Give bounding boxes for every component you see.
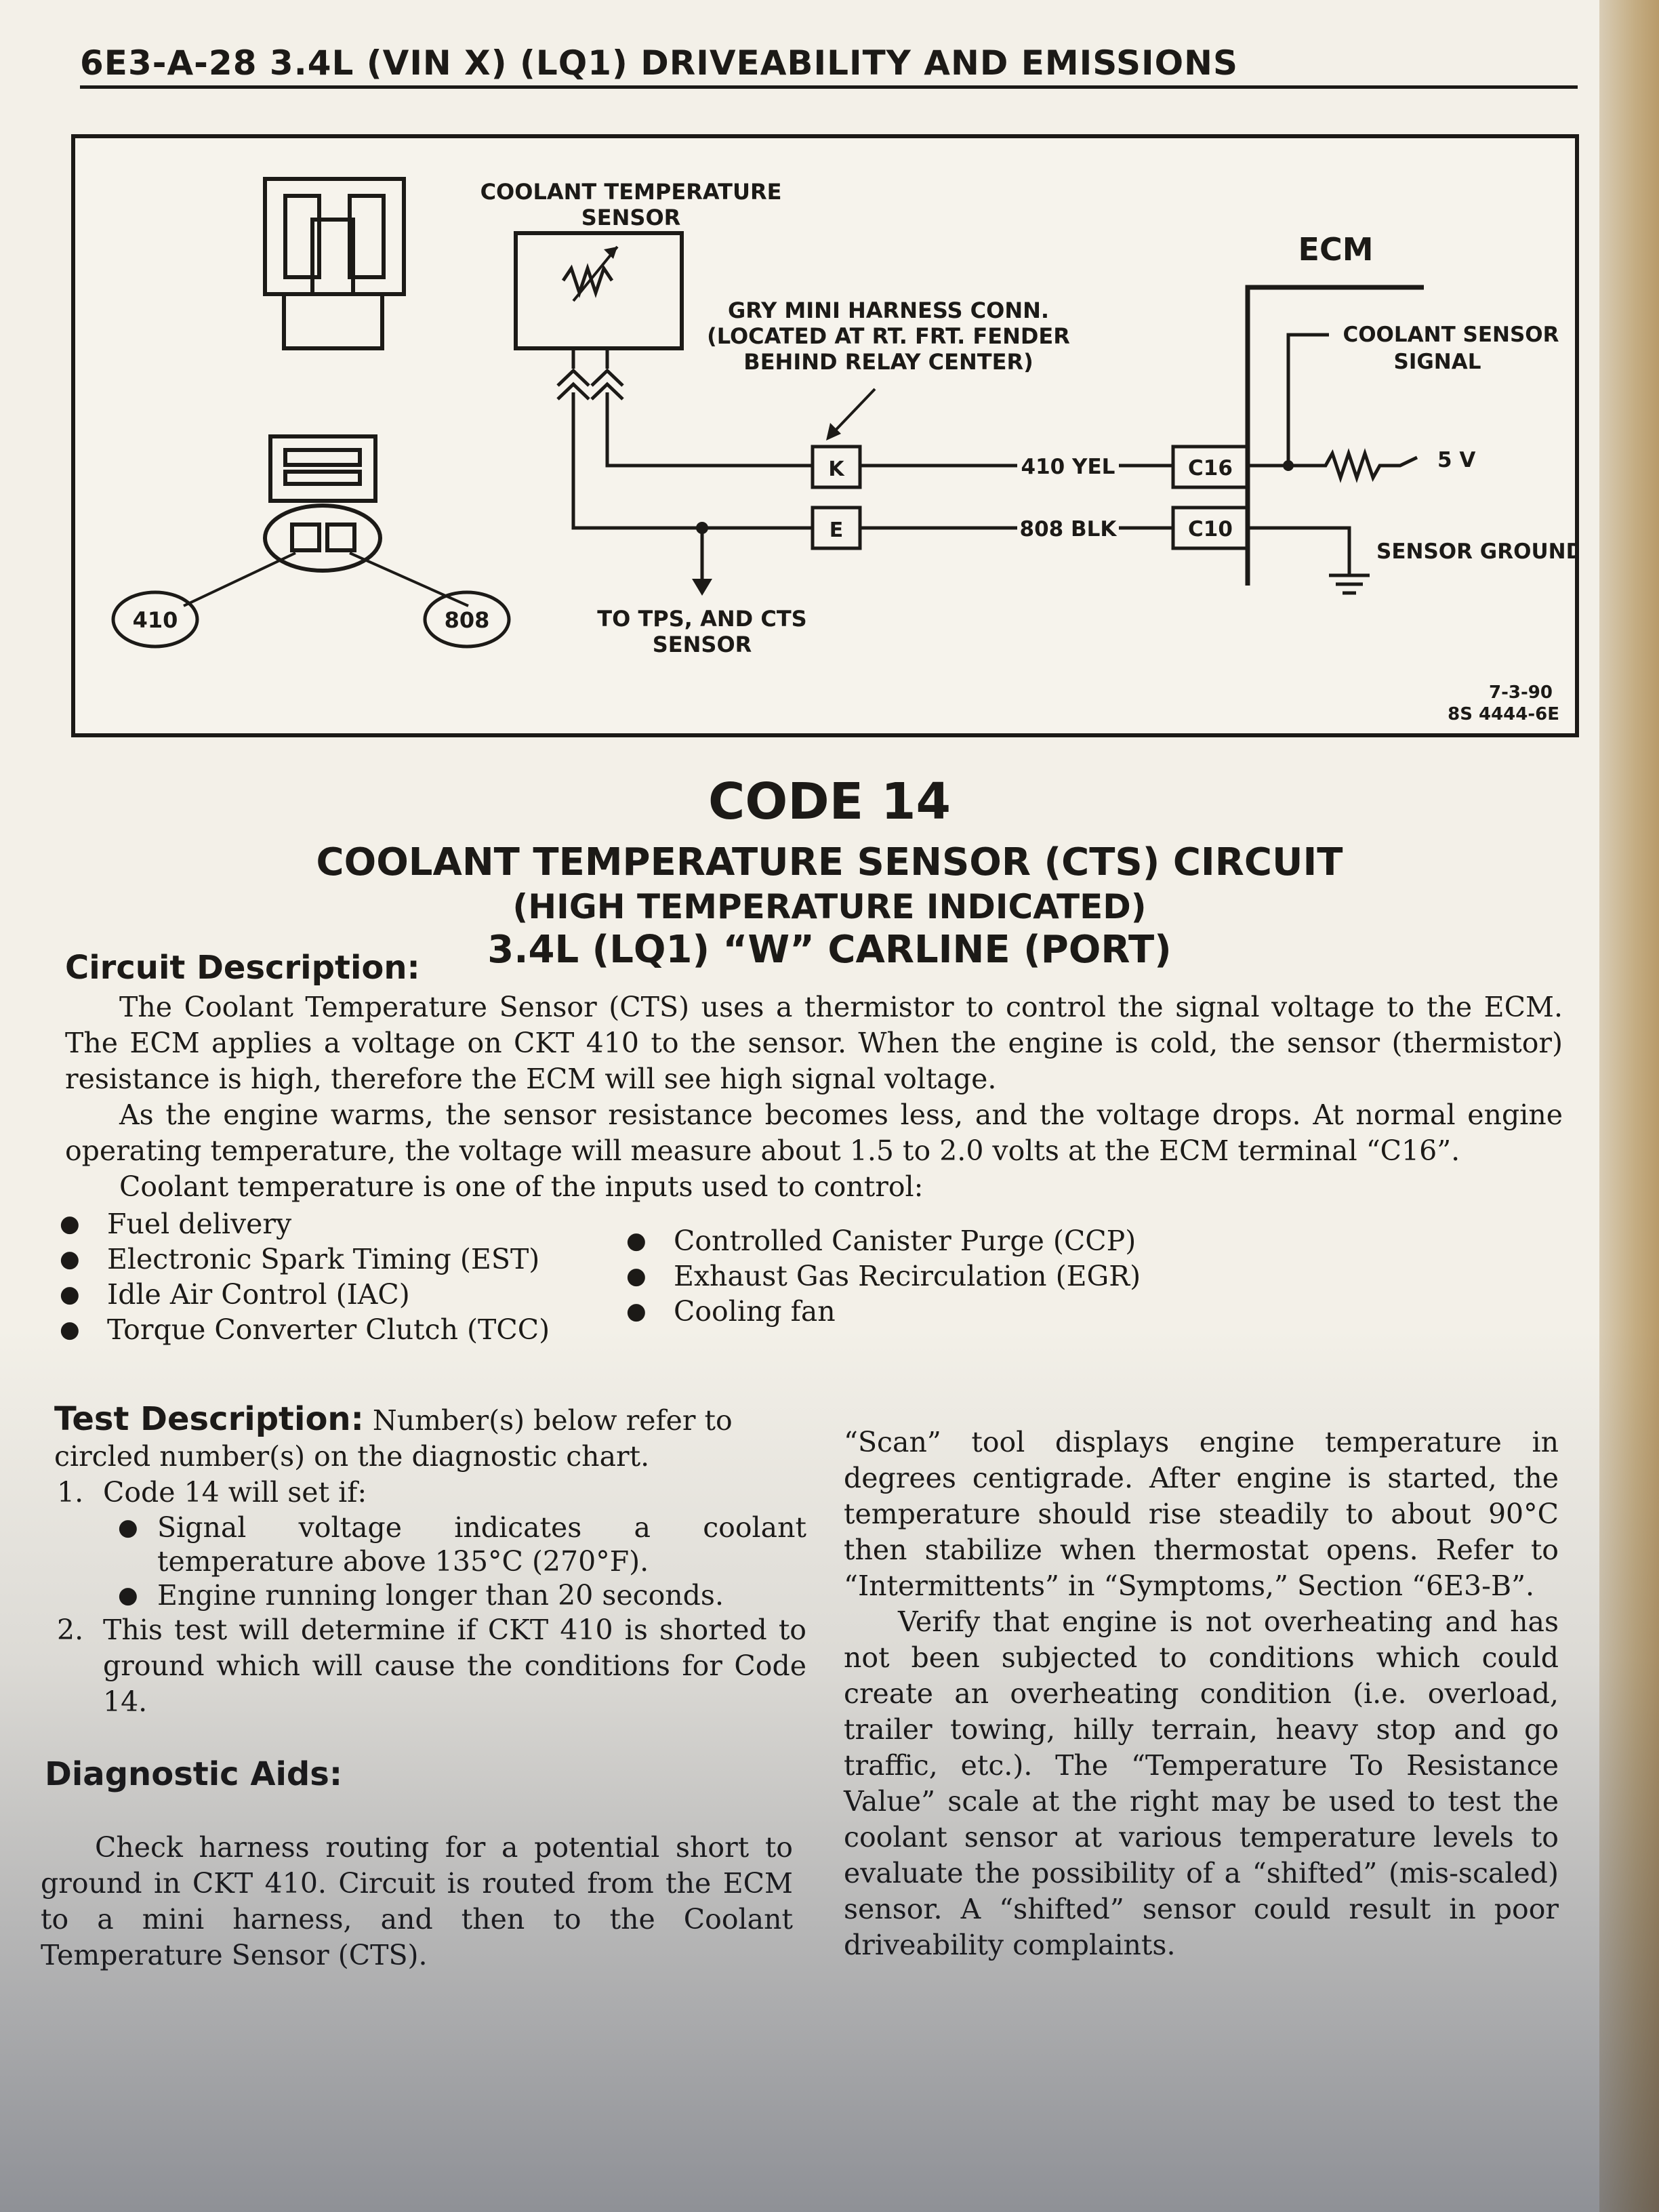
circuit-description: The Coolant Temperature Sensor (CTS) use… (65, 989, 1563, 1205)
circuit-para-1: The Coolant Temperature Sensor (CTS) use… (65, 991, 1563, 1095)
connector-front-icon (263, 434, 382, 573)
pin-e-box (811, 506, 862, 550)
sensor-ground-label: SENSOR GROUND (1376, 539, 1575, 564)
test-item-2-number: 2. (57, 1614, 84, 1646)
test-description: Test Description: Number(s) below refer … (54, 1401, 806, 1720)
terminal-c10-label: C10 (1188, 517, 1233, 541)
circle-410-label: 410 (133, 607, 178, 633)
circle-808-label: 808 (445, 607, 490, 633)
test-item-1: 1. Code 14 will set if: Signal voltage i… (54, 1475, 806, 1612)
test-description-heading: Test Description: (54, 1400, 364, 1438)
test-intro: Number(s) below refer to circled number(… (54, 1404, 733, 1473)
thermistor-icon (561, 263, 614, 298)
list-item: Exhaust Gas Recirculation (EGR) (626, 1258, 1236, 1294)
list-item: Signal voltage indicates a coolant tempe… (103, 1511, 806, 1578)
wire-410 (605, 392, 813, 468)
circle-410 (111, 590, 199, 649)
circuit-para-2: As the engine warms, the sensor resistan… (65, 1099, 1563, 1167)
connector-arrow-icon (556, 368, 590, 401)
circuit-para-3: Coolant temperature is one of the inputs… (119, 1170, 924, 1203)
list-item: Cooling fan (626, 1294, 1236, 1329)
wire-808-label: 808 BLK (1020, 517, 1118, 541)
controls-list-right: Controlled Canister Purge (CCP) Exhaust … (626, 1223, 1236, 1329)
diagnostic-aids-heading: Diagnostic Aids: (45, 1755, 343, 1793)
wire-410-label: 410 YEL (1021, 455, 1115, 479)
test-item-1-text: Code 14 will set if: (103, 1476, 367, 1509)
pin-e-label: E (830, 518, 844, 542)
ecm-label: ECM (1298, 231, 1374, 268)
ref-code: 8S 4444-6E (1448, 704, 1559, 724)
test-item-2-text: This test will determine if CKT 410 is s… (103, 1614, 806, 1718)
code-subtitle-2: (HIGH TEMPERATURE INDICATED) (512, 887, 1147, 926)
test-item-1-number: 1. (57, 1476, 84, 1509)
list-item: Fuel delivery (60, 1206, 602, 1242)
controls-list-left: Fuel delivery Electronic Spark Timing (E… (60, 1206, 602, 1347)
list-item: Controlled Canister Purge (CCP) (626, 1223, 1236, 1258)
coolant-sensor-label-2: SENSOR (581, 205, 681, 230)
to-tps-label-1: TO TPS, AND CTS (597, 606, 806, 632)
pin-k-box (811, 445, 862, 489)
terminal-c16-label: C16 (1188, 456, 1233, 480)
coolant-signal-label-2: SIGNAL (1394, 350, 1481, 374)
code-subtitle-1: COOLANT TEMPERATURE SENSOR (CTS) CIRCUIT (316, 840, 1343, 884)
circuit-description-heading: Circuit Description: (65, 949, 420, 987)
ref-date: 7-3-90 (1489, 682, 1553, 703)
list-item: Torque Converter Clutch (TCC) (60, 1312, 602, 1347)
coolant-sensor-box (514, 231, 684, 350)
book-edge (1599, 0, 1659, 2212)
ecm-outline (1245, 285, 1424, 586)
code-subtitle-3: 3.4L (LQ1) “W” CARLINE (PORT) (487, 928, 1172, 972)
harness-label-3: BEHIND RELAY CENTER) (743, 349, 1033, 375)
code-title: CODE 14 (708, 773, 951, 831)
wiring-diagram-svg: 410 808 COOLANT TEMPERATURE SENSOR TO TP… (111, 177, 1575, 724)
circle-808 (423, 590, 511, 649)
terminal-c16-box (1171, 445, 1250, 489)
harness-label-2: (LOCATED AT RT. FRT. FENDER (707, 323, 1070, 349)
page-header: 6E3-A-28 3.4L (VIN X) (LQ1) DRIVEABILITY… (80, 43, 1239, 83)
connector-arrow-icon (590, 368, 624, 401)
wiring-diagram: 410 808 COOLANT TEMPERATURE SENSOR TO TP… (71, 134, 1579, 737)
resistor-icon (1288, 448, 1418, 483)
connector-top-icon (263, 177, 406, 350)
code-heading: CODE 14 COOLANT TEMPERATURE SENSOR (CTS)… (0, 773, 1659, 972)
ground-icon (1329, 573, 1370, 595)
terminal-c10-box (1171, 506, 1250, 550)
list-item: Electronic Spark Timing (EST) (60, 1242, 602, 1277)
to-tps-label-2: SENSOR (653, 632, 752, 657)
right-para-1: “Scan” tool displays engine temperature … (844, 1426, 1559, 1602)
list-item: Engine running longer than 20 seconds. (103, 1578, 806, 1612)
harness-label-1: GRY MINI HARNESS CONN. (728, 298, 1049, 323)
header-rule (80, 85, 1578, 89)
list-item: Idle Air Control (IAC) (60, 1277, 602, 1312)
right-column: “Scan” tool displays engine temperature … (844, 1425, 1559, 1963)
voltage-label: 5 V (1437, 448, 1475, 472)
right-para-2: Verify that engine is not overheating an… (844, 1605, 1559, 1961)
pin-k-label: K (828, 457, 845, 481)
wire-808 (571, 392, 813, 530)
coolant-signal-label-1: COOLANT SENSOR (1343, 323, 1559, 347)
down-arrow-icon (692, 579, 712, 596)
diagnostic-aids-text: Check harness routing for a potential sh… (41, 1831, 793, 1971)
coolant-sensor-label-1: COOLANT TEMPERATURE (480, 179, 782, 205)
test-item-2: 2. This test will determine if CKT 410 i… (54, 1612, 806, 1720)
